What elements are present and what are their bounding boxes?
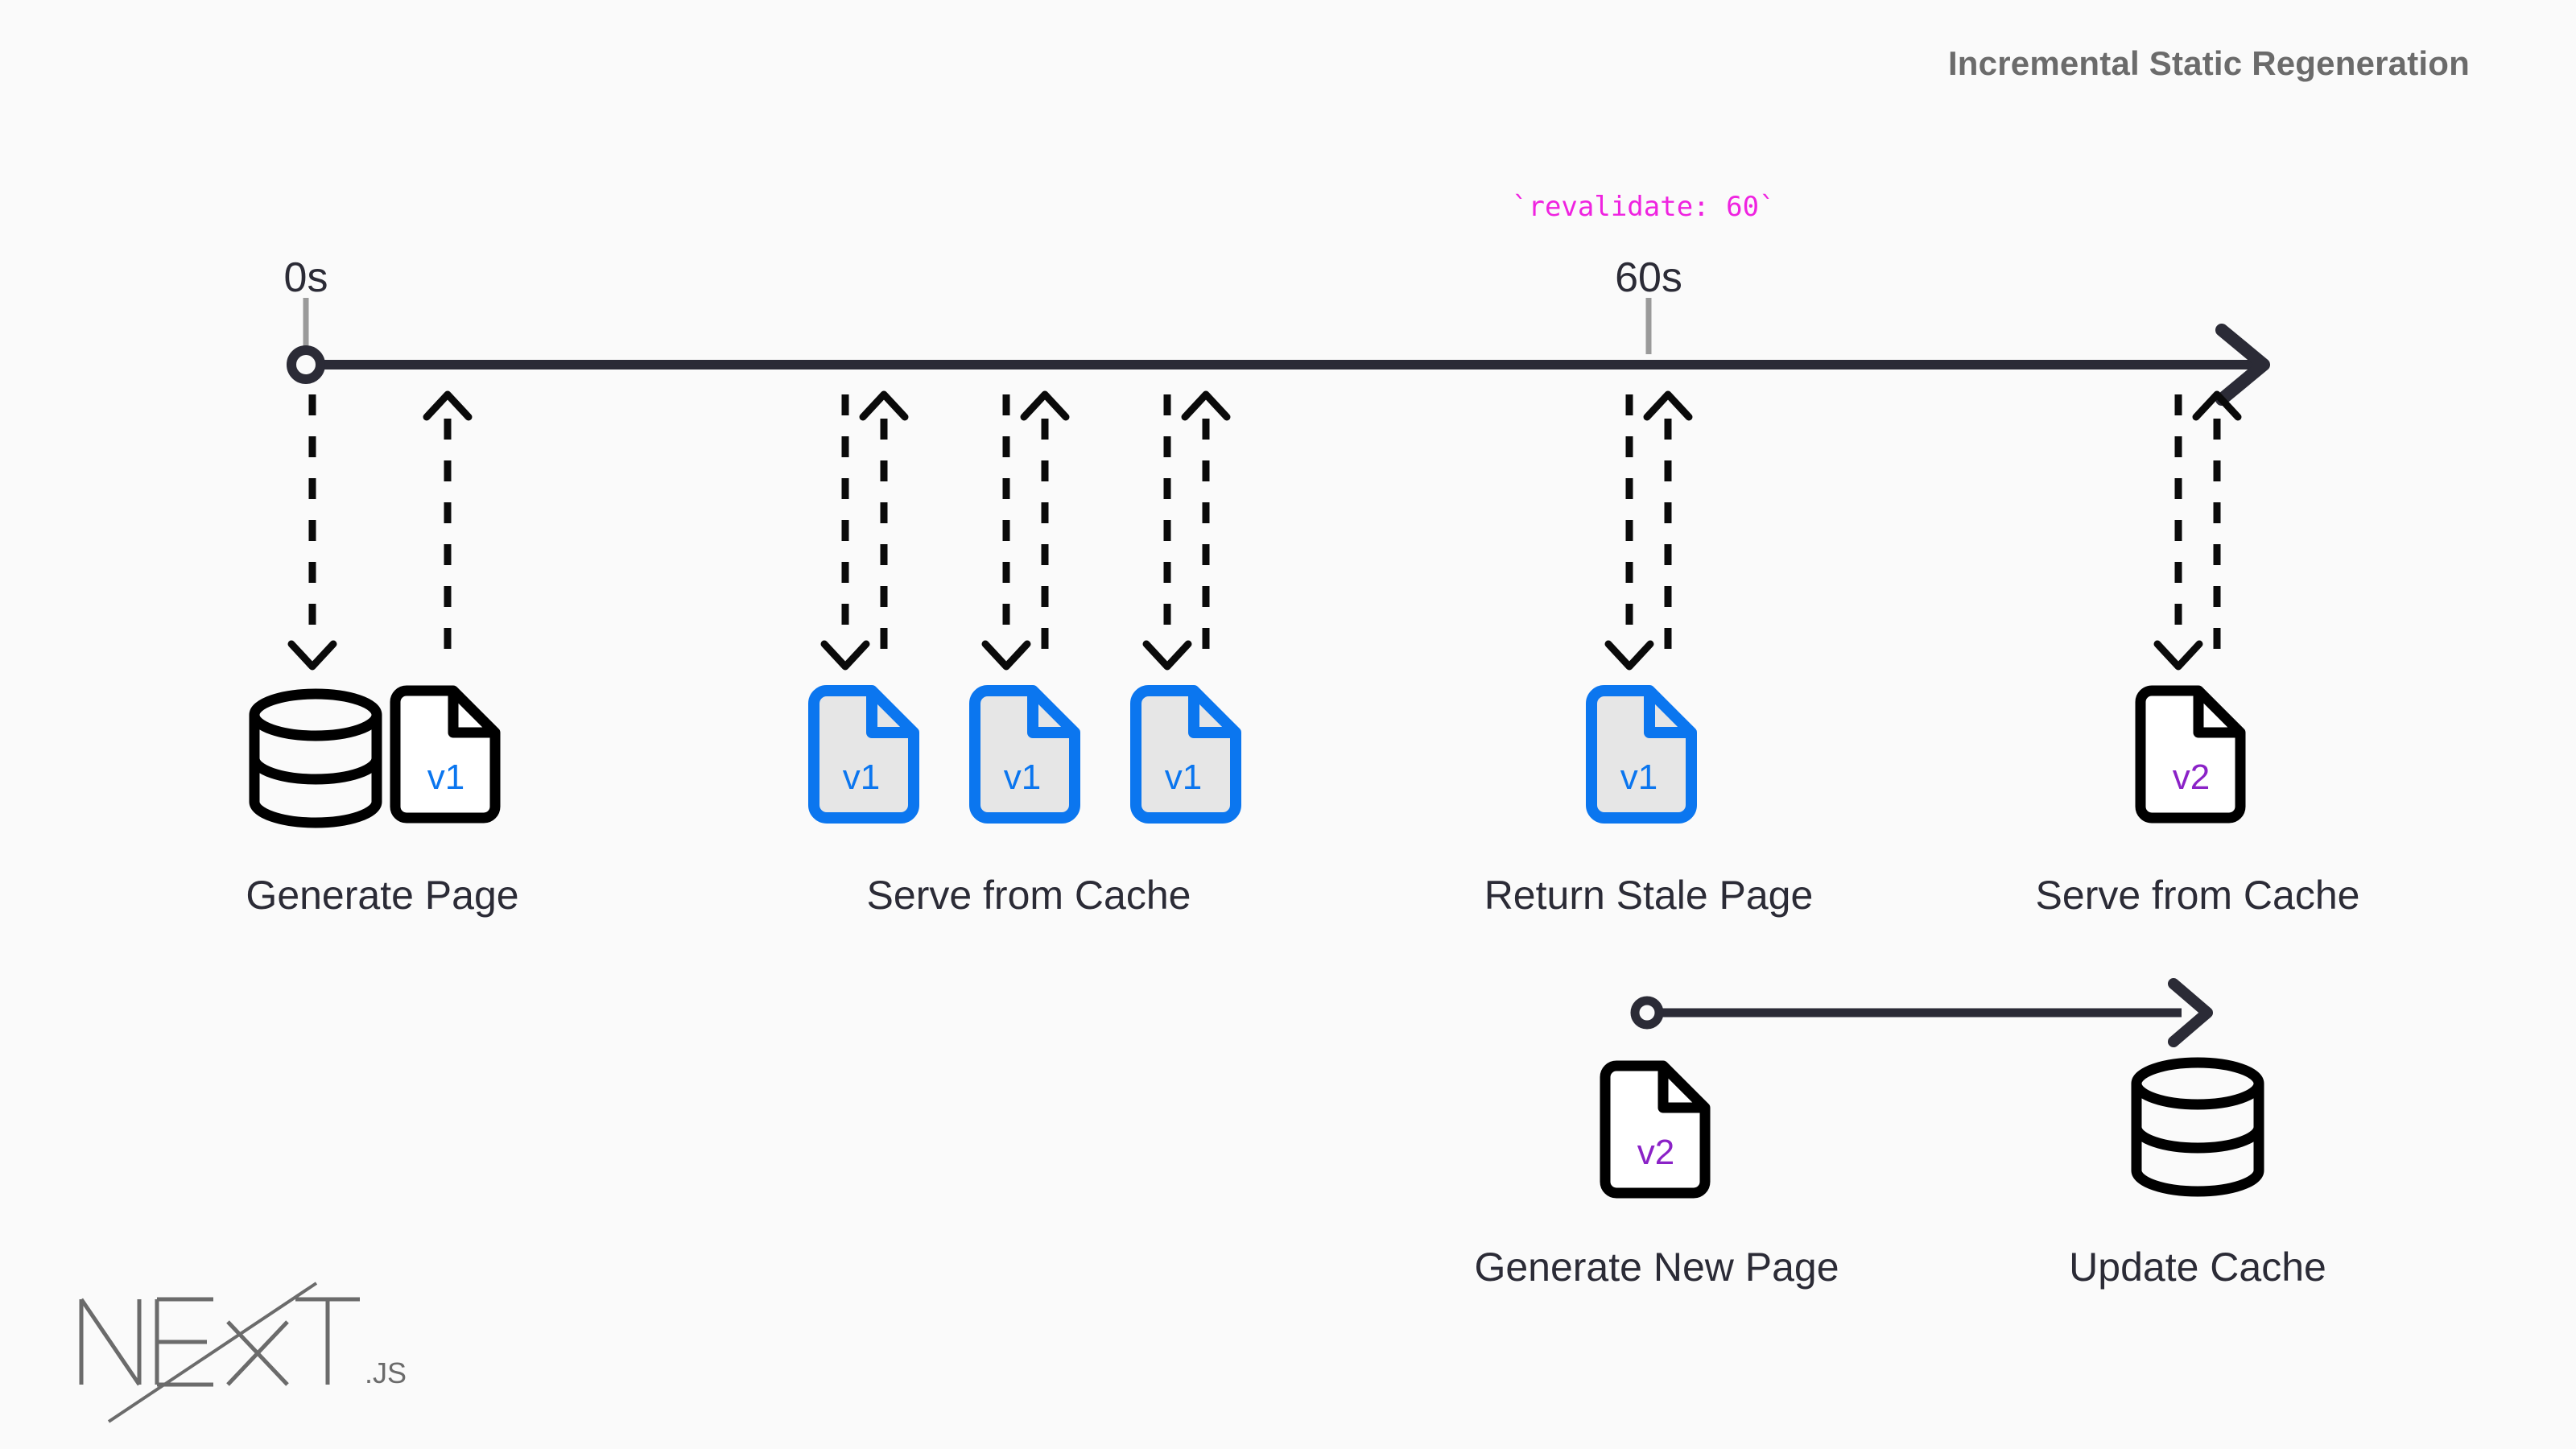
page-version-label: v1	[843, 758, 880, 797]
regeneration-arrow	[1630, 978, 2213, 1047]
page-version-label: v1	[1165, 758, 1202, 797]
tick-label-60s: 60s	[1615, 254, 1682, 301]
page-version-label: v1	[1620, 758, 1657, 797]
stage-label-return-stale-page: Return Stale Page	[1484, 873, 1814, 918]
request-arrow-down-3	[1604, 394, 1654, 671]
nextjs-logo-suffix: .JS	[365, 1356, 407, 1389]
request-arrow-down-2c	[1142, 394, 1192, 671]
stage-label-serve-from-cache-2: Serve from Cache	[2035, 873, 2360, 918]
dashed-arrow-group-serve-from-cache-2	[2153, 390, 2242, 671]
regeneration-arrow-start-marker	[1630, 996, 1664, 1030]
page-version-label: v2	[1637, 1133, 1674, 1172]
page-icon-v1-cached-2: v1	[969, 685, 1080, 824]
response-arrow-up-3	[1643, 390, 1693, 667]
database-icon-update-cache	[2131, 1057, 2264, 1197]
page-icon-v1-stale: v1	[1586, 685, 1697, 824]
timeline-start-marker	[287, 345, 325, 384]
page-icon-v1-cached-1: v1	[808, 685, 919, 824]
revalidate-annotation: `revalidate: 60`	[1512, 191, 1776, 223]
response-arrow-up-2a	[859, 390, 909, 667]
stage-label-generate-page: Generate Page	[246, 873, 519, 918]
response-arrow-up-1	[423, 390, 473, 667]
regeneration-arrow-head	[2168, 978, 2213, 1047]
response-arrow-up-4	[2192, 390, 2242, 667]
nextjs-logo: .JS	[79, 1282, 407, 1423]
request-arrow-down-1	[287, 394, 337, 671]
database-icon-generate-page	[249, 688, 382, 828]
response-arrow-up-2c	[1181, 390, 1231, 667]
page-version-label: v1	[1004, 758, 1041, 797]
tick-label-0s: 0s	[283, 254, 328, 301]
page-title: Incremental Static Regeneration	[1947, 44, 2470, 82]
response-arrow-up-2b	[1020, 390, 1070, 667]
dashed-arrow-group-generate-page	[287, 390, 473, 671]
page-icon-v1-generated: v1	[390, 685, 501, 824]
page-version-label: v2	[2173, 758, 2210, 797]
page-icon-v1-cached-3: v1	[1130, 685, 1241, 824]
request-arrow-down-4	[2153, 394, 2203, 671]
request-arrow-down-2a	[820, 394, 870, 671]
page-icon-v2-served: v2	[2135, 685, 2246, 824]
stage-label-serve-from-cache-1: Serve from Cache	[866, 873, 1191, 918]
page-version-label: v1	[427, 758, 464, 797]
stage-label-update-cache: Update Cache	[2069, 1245, 2326, 1290]
dashed-arrow-group-serve-from-cache-1	[820, 390, 1231, 671]
stage-label-generate-new-page: Generate New Page	[1474, 1245, 1839, 1290]
request-arrow-down-2b	[981, 394, 1031, 671]
timeline-end-arrowhead	[2215, 324, 2270, 406]
main-timeline	[287, 298, 2270, 406]
page-icon-v2-new: v2	[1600, 1060, 1711, 1199]
dashed-arrow-group-return-stale-page	[1604, 390, 1693, 671]
